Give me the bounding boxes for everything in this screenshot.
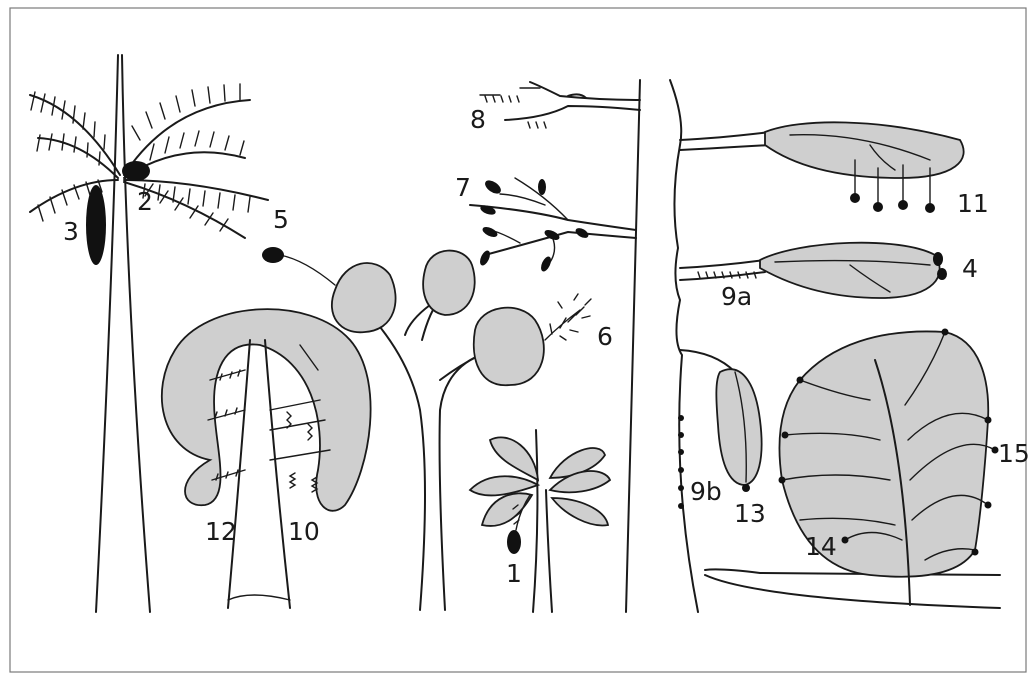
label-2: 2 [137, 187, 153, 216]
banana-inflorescence-1 [507, 530, 521, 554]
label-1: 1 [506, 559, 522, 588]
label-4: 4 [962, 254, 978, 283]
label-3: 3 [63, 217, 79, 246]
hanging-fruit-5 [262, 247, 284, 263]
label-10: 10 [288, 517, 320, 546]
label-9a: 9a [721, 282, 752, 311]
label-8: 8 [470, 105, 486, 134]
label-13: 13 [734, 499, 766, 528]
branched-tree-leaf-b [423, 251, 475, 315]
label-7: 7 [455, 173, 471, 202]
label-5: 5 [273, 205, 289, 234]
label-14: 14 [805, 532, 837, 561]
palm-fruit-cluster-3 [86, 185, 106, 265]
label-12: 12 [205, 517, 237, 546]
label-6: 6 [597, 322, 613, 351]
label-15: 15 [998, 439, 1030, 468]
label-11: 11 [957, 189, 989, 218]
branched-tree-leaf-c [474, 308, 544, 386]
label-9b: 9b [690, 477, 722, 506]
palm-inflorescence-2 [122, 161, 150, 181]
